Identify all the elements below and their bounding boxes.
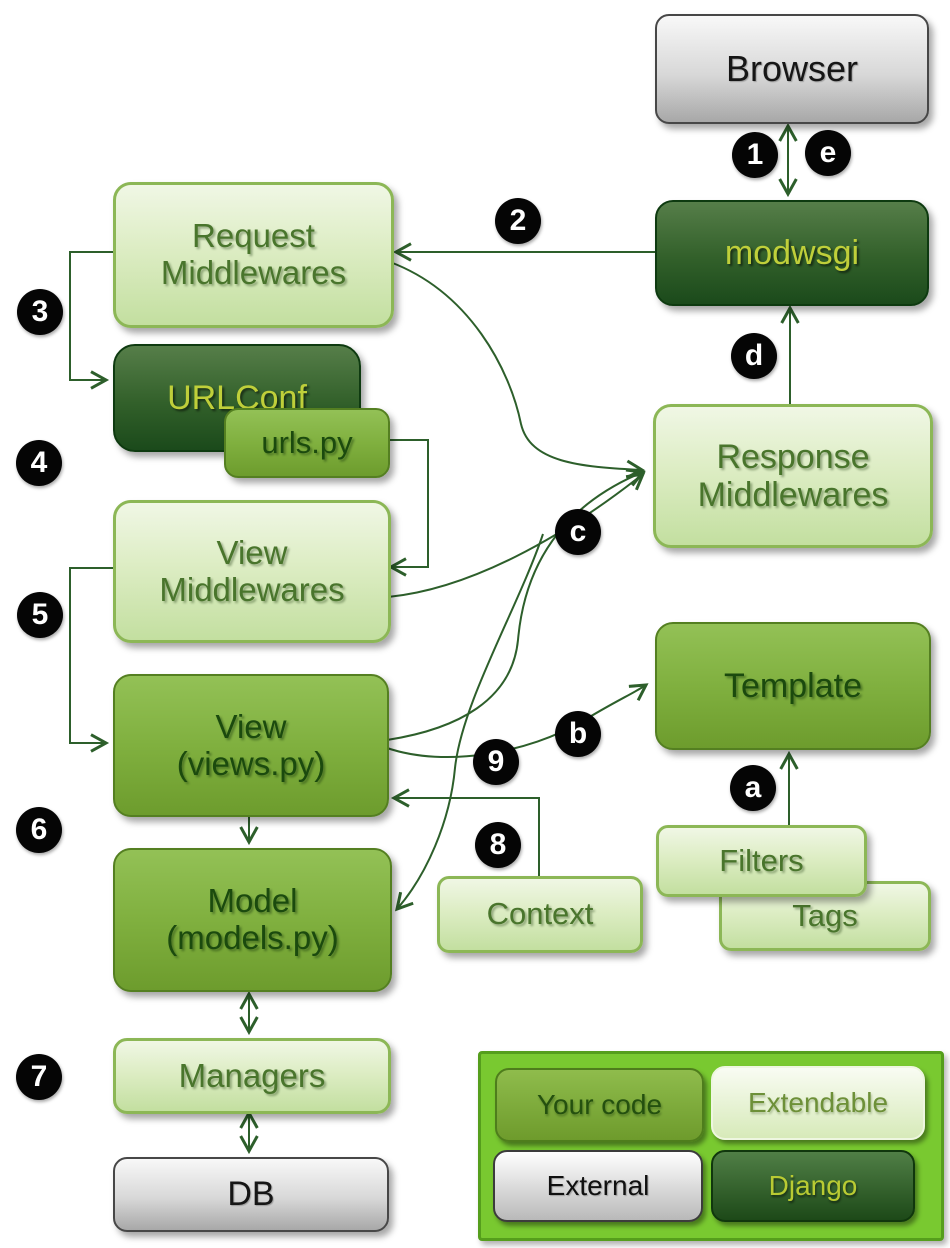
edge-view-middlewares-to-response-middlewares bbox=[387, 472, 646, 598]
node-response-middlewares: Response Middlewares bbox=[653, 404, 933, 548]
badge-step-7: 7 bbox=[16, 1054, 62, 1100]
legend-item-extendable: Extendable bbox=[711, 1066, 925, 1140]
legend-panel: Your code Extendable External Django bbox=[478, 1051, 944, 1241]
node-view: View (views.py) bbox=[113, 674, 389, 817]
badge-step-9: 9 bbox=[473, 739, 519, 785]
badge-step-8: 8 bbox=[475, 822, 521, 868]
badge-step-b: b bbox=[555, 711, 601, 757]
badge-step-a: a bbox=[730, 765, 776, 811]
badge-step-1: 1 bbox=[732, 132, 778, 178]
badge-step-3: 3 bbox=[17, 289, 63, 335]
legend-item-your-code: Your code bbox=[495, 1068, 704, 1142]
node-filters: Filters bbox=[656, 825, 867, 897]
node-db: DB bbox=[113, 1157, 389, 1232]
node-model: Model (models.py) bbox=[113, 848, 392, 992]
badge-step-e: e bbox=[805, 130, 851, 176]
edge-view-to-template bbox=[386, 683, 649, 758]
node-request-middlewares: Request Middlewares bbox=[113, 182, 394, 328]
node-context: Context bbox=[437, 876, 643, 953]
badge-step-6: 6 bbox=[16, 807, 62, 853]
edge-urlspy-to-view-middlewares bbox=[386, 439, 429, 577]
legend-item-django: Django bbox=[711, 1150, 915, 1222]
legend-item-external: External bbox=[493, 1150, 703, 1222]
badge-step-2: 2 bbox=[495, 198, 541, 244]
edge-context-to-view bbox=[390, 788, 540, 876]
node-modwsgi: modwsgi bbox=[655, 200, 929, 306]
node-view-middlewares: View Middlewares bbox=[113, 500, 391, 643]
node-template: Template bbox=[655, 622, 931, 750]
badge-step-d: d bbox=[731, 333, 777, 379]
edge-request-middlewares-to-urlconf bbox=[69, 251, 113, 390]
badge-step-5: 5 bbox=[17, 592, 63, 638]
edge-view-middlewares-to-view bbox=[69, 567, 113, 753]
badge-step-4: 4 bbox=[16, 440, 62, 486]
edge-request-middlewares-to-response-middlewares bbox=[389, 261, 646, 479]
badge-step-c: c bbox=[555, 509, 601, 555]
edge-context-to-model bbox=[394, 533, 544, 912]
node-browser: Browser bbox=[655, 14, 929, 124]
node-urls-py: urls.py bbox=[224, 408, 390, 478]
edge-view-to-response-middlewares bbox=[386, 468, 646, 741]
node-managers: Managers bbox=[113, 1038, 391, 1114]
